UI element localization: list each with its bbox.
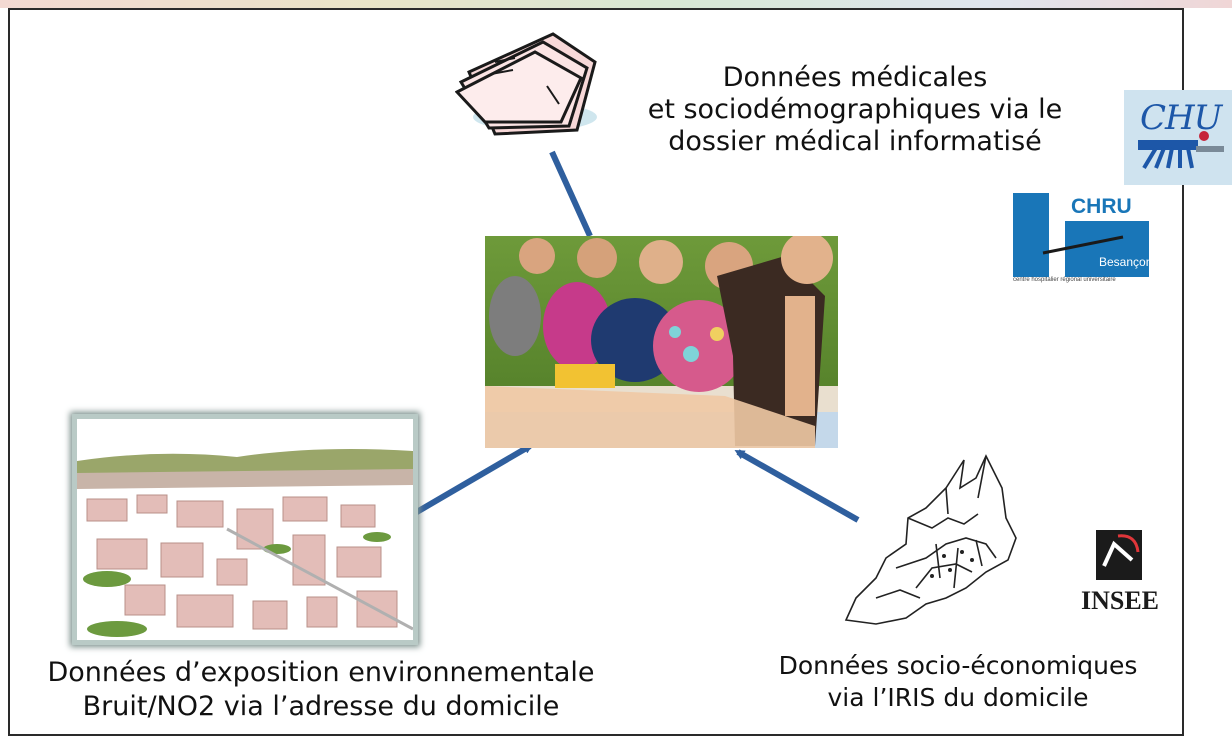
chru-title: CHRU <box>1071 195 1132 218</box>
chu-logo-graphic <box>1138 131 1224 170</box>
chru-besancon-logo: CHRU Besançon centre hospitalier régiona… <box>1013 193 1153 285</box>
insee-mark <box>1096 530 1142 580</box>
city-3d-model-image <box>72 414 418 645</box>
pregnant-women-photo <box>485 236 838 448</box>
arrow-socio <box>734 449 860 523</box>
chru-city: Besançon <box>1099 255 1153 269</box>
insee-text: INSEE <box>1080 586 1160 615</box>
arrow-medical <box>549 150 593 238</box>
socio-economic-data-text: Données socio-économiques via l’IRIS du … <box>778 651 1138 712</box>
environment-data-text: Données d’exposition environnementale Br… <box>47 657 595 722</box>
chu-logo: CHU <box>1124 90 1232 185</box>
medical-data-text: Données médicales et sociodémographiques… <box>647 62 1063 157</box>
top-decorative-strip <box>0 0 1232 8</box>
insee-logo: INSEE <box>1074 526 1166 622</box>
paper-stack-icon <box>455 32 597 136</box>
iris-map-icon <box>844 454 1017 625</box>
chu-logo-text: CHU <box>1140 98 1222 138</box>
arrow-environment <box>408 443 534 519</box>
chru-caption: centre hospitalier régional universitair… <box>1013 277 1116 283</box>
